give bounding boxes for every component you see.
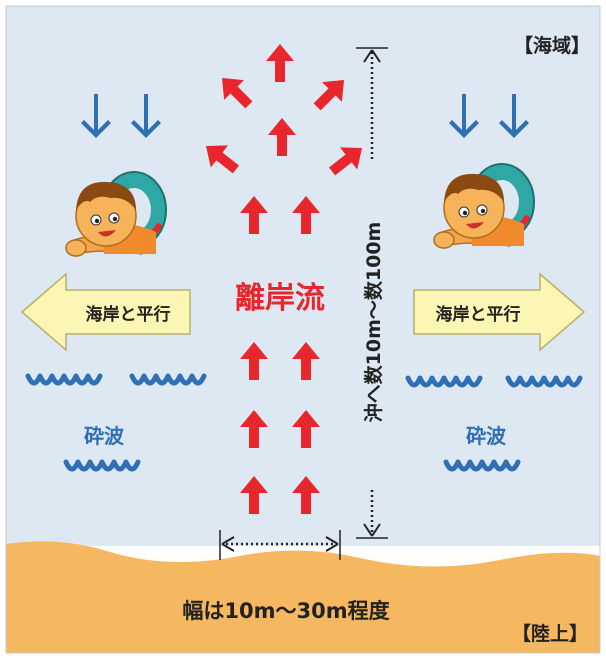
land-area-label: 【陸上】	[512, 622, 588, 645]
parallel-arrow-left-icon	[20, 272, 191, 352]
sea-area	[6, 6, 600, 546]
offshore-distance-marker	[356, 47, 388, 539]
parallel-right-label: 海岸と平行	[436, 304, 521, 325]
rip-current-label: 離岸流	[235, 281, 325, 316]
breaking-wave-left-label: 砕波	[84, 424, 125, 448]
breaking-wave-right-label: 砕波	[466, 424, 507, 448]
land-area	[6, 541, 600, 653]
frame-border	[5, 5, 601, 654]
parallel-arrow-right-icon	[413, 272, 586, 352]
width-marker	[219, 530, 341, 560]
sea-area-label: 【海域】	[514, 34, 590, 57]
offshore-distance-label: 沖へ数10m～数100m	[362, 222, 385, 423]
parallel-left-label: 海岸と平行	[86, 304, 171, 325]
width-note-label: 幅は10m～30m程度	[182, 599, 389, 623]
